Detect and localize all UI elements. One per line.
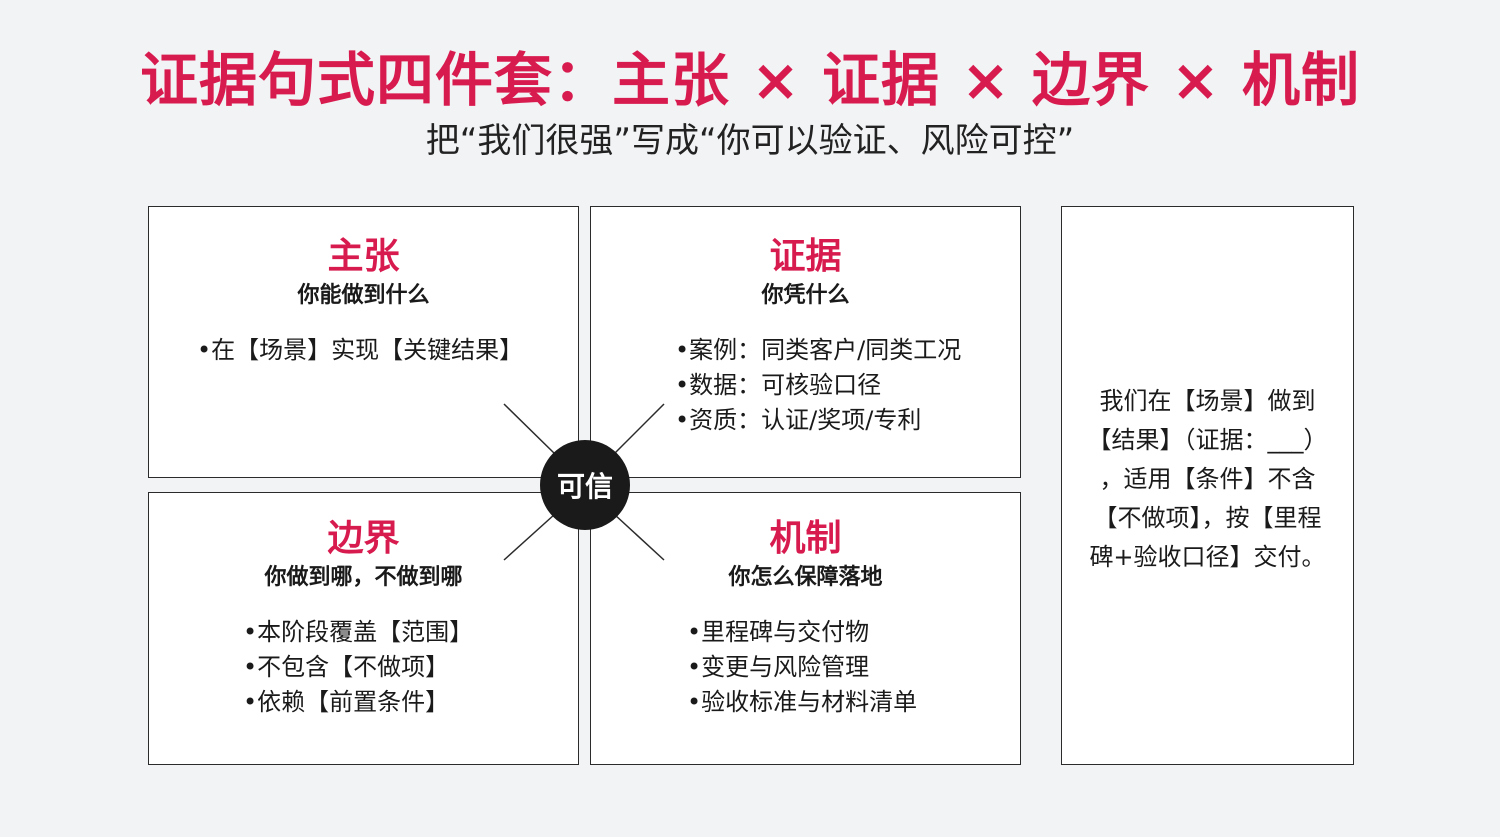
list-item: 本阶段覆盖【范围】 (243, 615, 578, 650)
list-item: 不包含【不做项】 (243, 650, 578, 685)
quadrant-question: 你凭什么 (761, 283, 850, 308)
quadrant-list: 在【场景】实现【关键结果】 (149, 333, 578, 368)
template-line: 【结果】（证据：___） (1087, 426, 1328, 454)
quadrant-list: 里程碑与交付物 变更与风险管理 验收标准与材料清单 (591, 615, 1020, 720)
quadrant-heading: 主张 (327, 236, 400, 277)
quadrant-question: 你能做到什么 (297, 283, 430, 308)
template-line: 【不做项】，按【里程 (1093, 504, 1322, 532)
list-item: 里程碑与交付物 (687, 615, 1020, 650)
list-item: 验收标准与材料清单 (687, 685, 1020, 720)
quadrant-heading: 证据 (769, 236, 842, 277)
template-text: 我们在【场景】做到 【结果】（证据：___） ，适用【条件】不含 【不做项】，按… (1082, 382, 1333, 577)
template-line: ，适用【条件】不含 (1099, 465, 1316, 493)
quadrant-question: 你做到哪，不做到哪 (264, 565, 463, 590)
quadrant-heading: 边界 (327, 518, 400, 559)
quadrant-list: 案例：同类客户/同类工况 数据：可核验口径 资质：认证/奖项/专利 (591, 333, 1020, 438)
template-panel: 我们在【场景】做到 【结果】（证据：___） ，适用【条件】不含 【不做项】，按… (1061, 206, 1354, 765)
list-item: 在【场景】实现【关键结果】 (197, 333, 578, 368)
page-subtitle: 把“我们很强”写成“你可以验证、风险可控” (425, 121, 1075, 161)
template-line: 碑+验收口径】交付。 (1089, 543, 1326, 571)
quadrant-claim: 主张 你能做到什么 在【场景】实现【关键结果】 (148, 206, 579, 478)
quadrant-mechanism: 机制 你怎么保障落地 里程碑与交付物 变更与风险管理 验收标准与材料清单 (590, 492, 1021, 765)
quadrant-evidence: 证据 你凭什么 案例：同类客户/同类工况 数据：可核验口径 资质：认证/奖项/专… (590, 206, 1021, 478)
quadrant-question: 你怎么保障落地 (728, 565, 883, 590)
list-item: 变更与风险管理 (687, 650, 1020, 685)
list-item: 资质：认证/奖项/专利 (675, 403, 1020, 438)
quadrant-heading: 机制 (769, 518, 842, 559)
list-item: 依赖【前置条件】 (243, 685, 578, 720)
center-badge: 可信 (540, 440, 630, 530)
list-item: 案例：同类客户/同类工况 (675, 333, 1020, 368)
template-line: 我们在【场景】做到 (1099, 387, 1316, 415)
list-item: 数据：可核验口径 (675, 368, 1020, 403)
page-title: 证据句式四件套：主张 × 证据 × 边界 × 机制 (140, 46, 1360, 114)
quadrant-list: 本阶段覆盖【范围】 不包含【不做项】 依赖【前置条件】 (149, 615, 578, 720)
quadrant-boundary: 边界 你做到哪，不做到哪 本阶段覆盖【范围】 不包含【不做项】 依赖【前置条件】 (148, 492, 579, 765)
